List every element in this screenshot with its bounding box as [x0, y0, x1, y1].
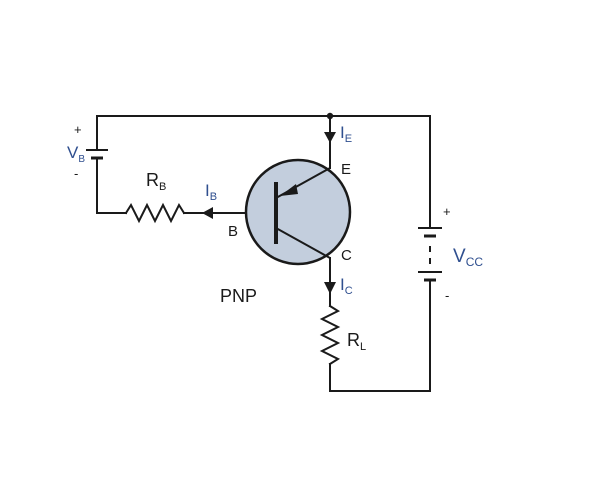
vb-minus-sign: -	[74, 166, 78, 181]
vcc-minus-sign: -	[445, 288, 449, 303]
collector-terminal-label: C	[341, 247, 352, 264]
vb-plus-sign: +	[74, 122, 82, 137]
pnp-type-label: PNP	[220, 286, 257, 306]
vcc-plus-sign: +	[443, 204, 451, 219]
base-current-arrow	[202, 207, 213, 219]
base-terminal-label: B	[228, 223, 238, 240]
transistor-body	[244, 158, 352, 266]
rl-label: RL	[347, 330, 366, 353]
vb-label: VB	[67, 143, 85, 165]
vcc-label: VCC	[453, 246, 483, 269]
emitter-arrow	[280, 184, 298, 196]
rb-resistor	[124, 202, 186, 224]
ib-label: IB	[205, 181, 217, 203]
emitter-current-arrow	[324, 132, 336, 143]
emitter-terminal-label: E	[341, 161, 351, 178]
rl-resistor	[319, 304, 341, 366]
collector-current-arrow	[324, 282, 336, 294]
rb-label: RB	[146, 170, 166, 193]
transistor-collector-lead	[275, 227, 331, 259]
ie-label: IE	[340, 123, 352, 145]
ic-label: IC	[340, 275, 353, 297]
